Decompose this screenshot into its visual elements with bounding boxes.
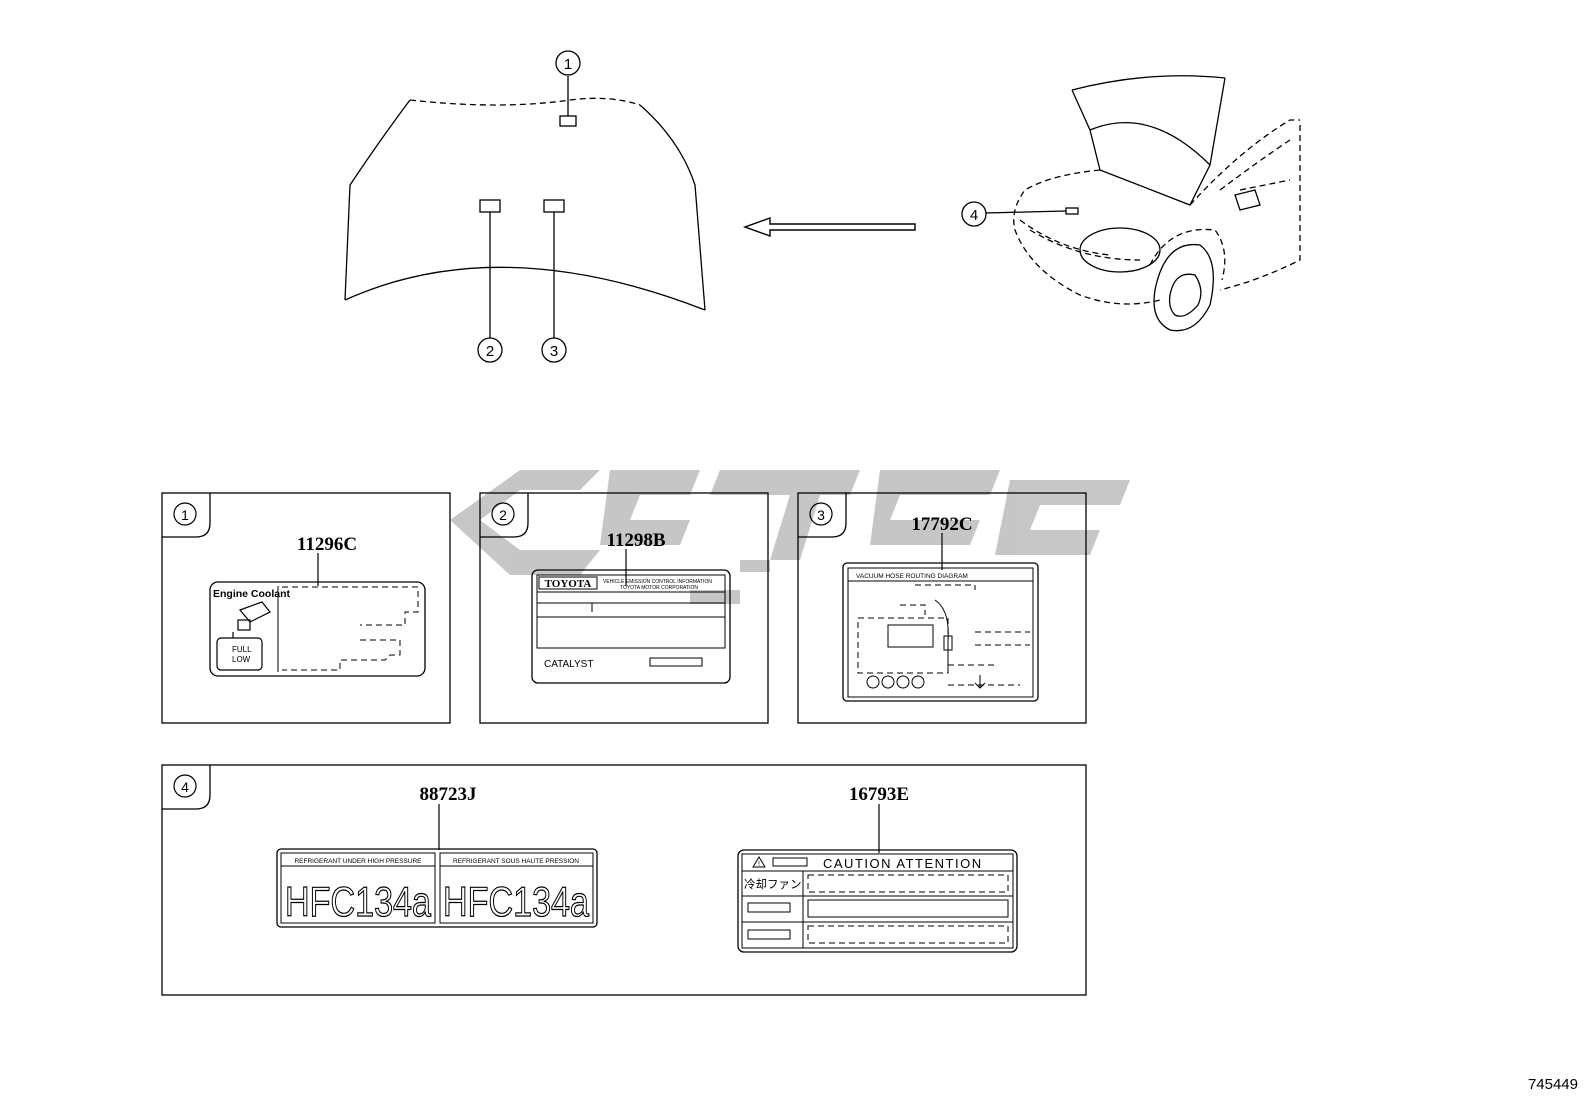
callout-3: 3 — [541, 337, 567, 363]
warning-triangle-icon — [752, 856, 766, 868]
document-id: 745449 — [1527, 1076, 1578, 1093]
part-number-11296C: 11296C — [297, 534, 357, 555]
part-number-88723J: 88723J — [420, 784, 477, 805]
panel-4: 4 88723J REFRIGERANT UNDER HIGH PRESSURE… — [161, 764, 1087, 996]
toyota-brand-text: TOYOTA — [545, 578, 592, 590]
part-number-16793E: 16793E — [849, 784, 909, 805]
callout-1-label: 1 — [564, 56, 572, 73]
callout-2-label: 2 — [486, 343, 494, 360]
callout-3-label: 3 — [550, 343, 558, 360]
callout-2: 2 — [477, 337, 503, 363]
panel-3: 3 17792C VACUUM HOSE ROUTING DIAGRAM — [797, 492, 1087, 724]
emission-header-line2: TOYOTA MOTOR CORPORATION — [620, 585, 698, 591]
coolant-label-title: Engine Coolant — [213, 588, 291, 600]
vacuum-diagram-header: VACUUM HOSE ROUTING DIAGRAM — [856, 573, 968, 580]
refrigerant-en-text: REFRIGERANT UNDER HIGH PRESSURE — [294, 858, 422, 865]
hfc-text-left: HFC134a — [285, 878, 432, 925]
refrigerant-label: REFRIGERANT UNDER HIGH PRESSURE REFRIGER… — [276, 848, 598, 928]
catalyst-label: CATALYST — [544, 659, 593, 670]
car-drawing — [984, 75, 1301, 332]
coolant-bottle-icon — [216, 601, 271, 671]
panel-4-marker: 4 — [181, 779, 189, 795]
emission-header-line1: VEHICLE EMISSION CONTROL INFORMATION — [603, 579, 712, 585]
part-number-17792C: 17792C — [911, 514, 972, 535]
cooling-fan-text: 冷却ファン — [744, 878, 802, 891]
panel-1-marker: 1 — [181, 507, 189, 523]
callout-1: 1 — [555, 50, 581, 76]
part-number-11298B: 11298B — [606, 530, 665, 551]
callout-4-label: 4 — [970, 207, 978, 224]
hood-drawing — [344, 76, 706, 338]
caution-label: ! CAUTION ATTENTION 冷却ファン — [737, 849, 1018, 953]
panel-1: 1 11296C Engine Coolant FULL LOW — [161, 492, 451, 724]
refrigerant-fr-text: REFRIGERANT SOUS HAUTE PRESSION — [453, 858, 579, 865]
coolant-full-label: FULL — [232, 645, 252, 654]
panel-2-marker: 2 — [499, 507, 507, 523]
coolant-low-label: LOW — [232, 655, 251, 664]
svg-text:!: ! — [758, 861, 760, 868]
hfc-text-right: HFC134a — [443, 878, 590, 925]
engine-schematic — [857, 584, 1030, 689]
panel-3-marker: 3 — [817, 507, 825, 523]
caution-attention-text: CAUTION ATTENTION — [823, 856, 983, 871]
arrow-left-icon — [742, 217, 916, 237]
panel-2: 2 11298B TOYOTA VEHICLE EMISSION CONTROL… — [479, 492, 769, 724]
callout-4: 4 — [961, 201, 987, 227]
